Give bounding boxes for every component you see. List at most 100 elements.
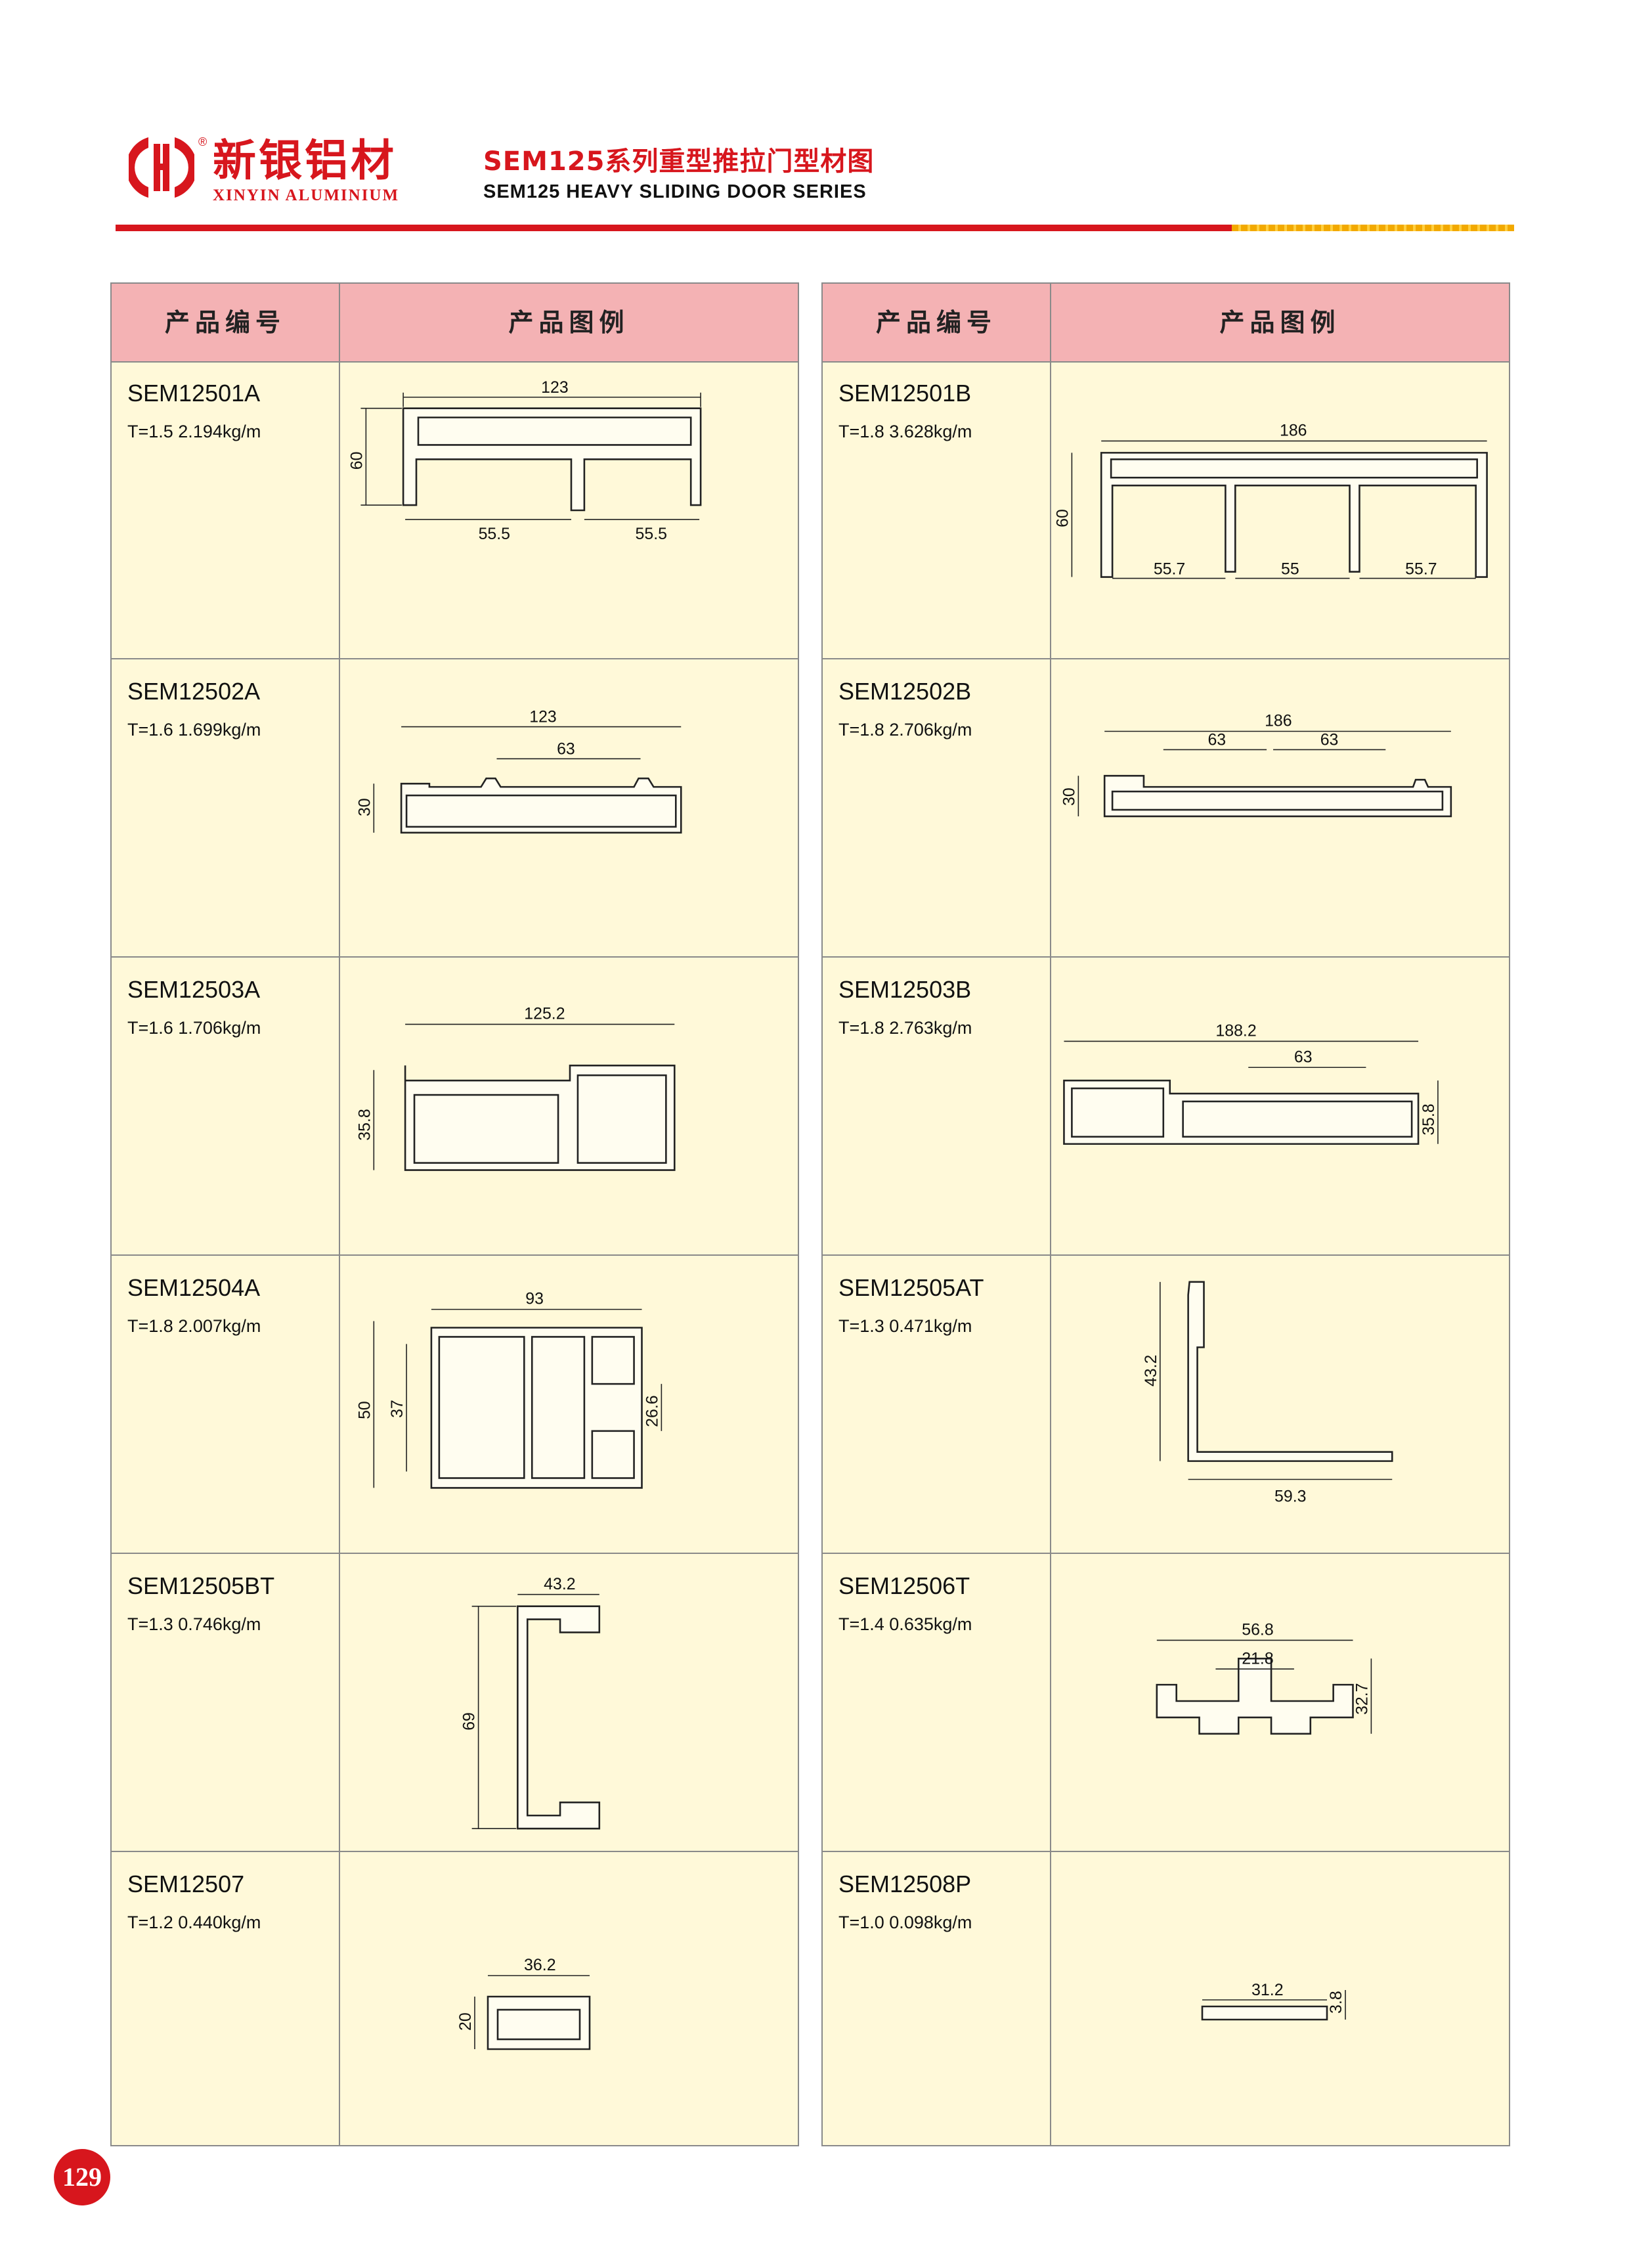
product-spec: T=1.6 1.706kg/m (127, 1018, 261, 1038)
dim-label: 186 (1280, 421, 1307, 439)
profile-drawing: 188.2 63 35.8 (1051, 958, 1509, 1254)
product-code: SEM12502B (838, 678, 972, 705)
dim-label: 21.8 (1242, 1649, 1273, 1668)
profile-drawing: 93 50 37 26.6 (340, 1256, 798, 1553)
dim-label: 3.8 (1327, 1991, 1345, 2014)
product-code: SEM12506T (838, 1572, 970, 1599)
product-code: SEM12504A (127, 1274, 261, 1301)
product-code: SEM12502A (127, 678, 261, 705)
table-header: 产品编号 产品图例 (112, 284, 798, 363)
dim-label: 123 (541, 378, 569, 397)
product-spec: T=1.3 0.746kg/m (127, 1614, 261, 1634)
dim-label: 60 (347, 452, 366, 470)
table-row: SEM12503B T=1.8 2.763kg/m 188.2 63 35.8 (823, 958, 1509, 1256)
dim-label: 31.2 (1251, 1981, 1284, 1999)
left-product-table: 产品编号 产品图例 SEM12501A T=1.5 2.194kg/m 123 … (110, 282, 799, 2146)
profile-drawing: 186 63 63 30 (1051, 659, 1509, 956)
dim-label: 55.5 (479, 525, 510, 543)
product-spec: T=1.0 0.098kg/m (838, 1913, 972, 1932)
table-row: SEM12508P T=1.0 0.098kg/m 31.2 3.8 (823, 1852, 1509, 2145)
table-row: SEM12501A T=1.5 2.194kg/m 123 60 55.5 55… (112, 361, 798, 659)
profile-drawing: 31.2 3.8 (1051, 1852, 1509, 2145)
dim-label: 35.8 (1420, 1103, 1438, 1135)
table-header: 产品编号 产品图例 (823, 284, 1509, 363)
product-code: SEM12508P (838, 1871, 972, 1897)
product-spec: T=1.8 2.706kg/m (838, 720, 972, 740)
series-title-cn: SEM125系列重型推拉门型材图 (483, 146, 875, 177)
profile-drawing: 123 63 30 (340, 659, 798, 956)
dim-label: 26.6 (643, 1395, 661, 1427)
dim-label: 188.2 (1215, 1021, 1256, 1040)
dim-label: 30 (1060, 787, 1078, 806)
product-code: SEM12501A (127, 380, 261, 407)
product-code: SEM12505AT (838, 1274, 984, 1301)
table-row: SEM12505AT T=1.3 0.471kg/m 43.2 59.3 (823, 1256, 1509, 1554)
profile-drawing: 43.2 59.3 (1051, 1256, 1509, 1553)
dim-label: 63 (1207, 730, 1226, 749)
dim-label: 30 (355, 798, 374, 816)
column-divider (339, 284, 340, 2145)
col-header-code: 产品编号 (164, 308, 286, 337)
product-code: SEM12503A (127, 976, 261, 1003)
dim-label: 55.7 (1405, 560, 1437, 579)
header-rule-red (116, 225, 1232, 231)
right-product-table: 产品编号 产品图例 SEM12501B T=1.8 3.628kg/m 186 … (821, 282, 1510, 2146)
dim-label: 60 (1053, 509, 1072, 527)
dim-label: 35.8 (355, 1109, 374, 1140)
dim-label: 56.8 (1242, 1620, 1273, 1639)
dim-label: 125.2 (524, 1005, 565, 1023)
product-spec: T=1.8 2.763kg/m (838, 1018, 972, 1038)
profile-drawing: 43.2 69 (340, 1554, 798, 1851)
product-code: SEM12503B (838, 976, 972, 1003)
product-code: SEM12507 (127, 1871, 245, 1897)
table-row: SEM12506T T=1.4 0.635kg/m 56.8 21.8 32.7 (823, 1554, 1509, 1852)
profile-drawing: 123 60 55.5 55.5 (340, 361, 798, 658)
dim-label: 55 (1281, 560, 1299, 579)
dim-label: 123 (529, 708, 557, 726)
dim-label: 186 (1265, 712, 1292, 730)
brand-name-en: XINYIN ALUMINIUM (213, 187, 400, 204)
dim-label: 59.3 (1274, 1487, 1306, 1505)
product-code: SEM12505BT (127, 1572, 275, 1599)
product-spec: T=1.4 0.635kg/m (838, 1614, 972, 1634)
xinyin-logo-icon (129, 137, 194, 198)
col-header-figure: 产品图例 (508, 308, 630, 337)
header-rule-gold (1232, 225, 1514, 231)
page-number: 129 (54, 2149, 110, 2205)
brand-name-cn: 新银铝材 (213, 135, 397, 186)
dim-label: 20 (456, 2012, 475, 2031)
dim-label: 63 (557, 740, 575, 758)
table-row: SEM12501B T=1.8 3.628kg/m 186 60 55.7 55… (823, 361, 1509, 659)
registered-mark: ® (198, 135, 207, 148)
dim-label: 55.5 (636, 525, 667, 543)
product-spec: T=1.2 0.440kg/m (127, 1913, 261, 1932)
profile-drawing: 56.8 21.8 32.7 (1051, 1554, 1509, 1851)
column-divider (1050, 284, 1051, 2145)
profile-drawing: 36.2 20 (340, 1852, 798, 2145)
series-title-en: SEM125 HEAVY SLIDING DOOR SERIES (483, 181, 867, 202)
product-spec: T=1.8 2.007kg/m (127, 1316, 261, 1336)
dim-label: 55.7 (1154, 560, 1185, 579)
table-row: SEM12504A T=1.8 2.007kg/m 93 50 37 26.6 (112, 1256, 798, 1554)
table-row: SEM12505BT T=1.3 0.746kg/m 43.2 69 (112, 1554, 798, 1852)
table-row: SEM12503A T=1.6 1.706kg/m 125.2 35.8 (112, 958, 798, 1256)
product-spec: T=1.6 1.699kg/m (127, 720, 261, 740)
profile-drawing: 125.2 35.8 (340, 958, 798, 1254)
dim-label: 37 (388, 1400, 406, 1418)
table-row: SEM12502A T=1.6 1.699kg/m 123 63 30 (112, 659, 798, 958)
dim-label: 63 (1294, 1048, 1313, 1066)
profile-drawing: 186 60 55.7 55 55.7 (1051, 361, 1509, 658)
dim-label: 32.7 (1353, 1683, 1371, 1714)
dim-label: 43.2 (544, 1575, 575, 1593)
table-row: SEM12507 T=1.2 0.440kg/m 36.2 20 (112, 1852, 798, 2145)
dim-label: 50 (355, 1401, 374, 1419)
product-spec: T=1.5 2.194kg/m (127, 422, 261, 441)
dim-label: 36.2 (524, 1956, 556, 1974)
dim-label: 63 (1320, 730, 1339, 749)
col-header-code: 产品编号 (875, 308, 997, 337)
table-row: SEM12502B T=1.8 2.706kg/m 186 63 63 30 (823, 659, 1509, 958)
dim-label: 69 (460, 1712, 479, 1731)
product-spec: T=1.3 0.471kg/m (838, 1316, 972, 1336)
product-spec: T=1.8 3.628kg/m (838, 422, 972, 441)
dim-label: 93 (525, 1290, 544, 1308)
